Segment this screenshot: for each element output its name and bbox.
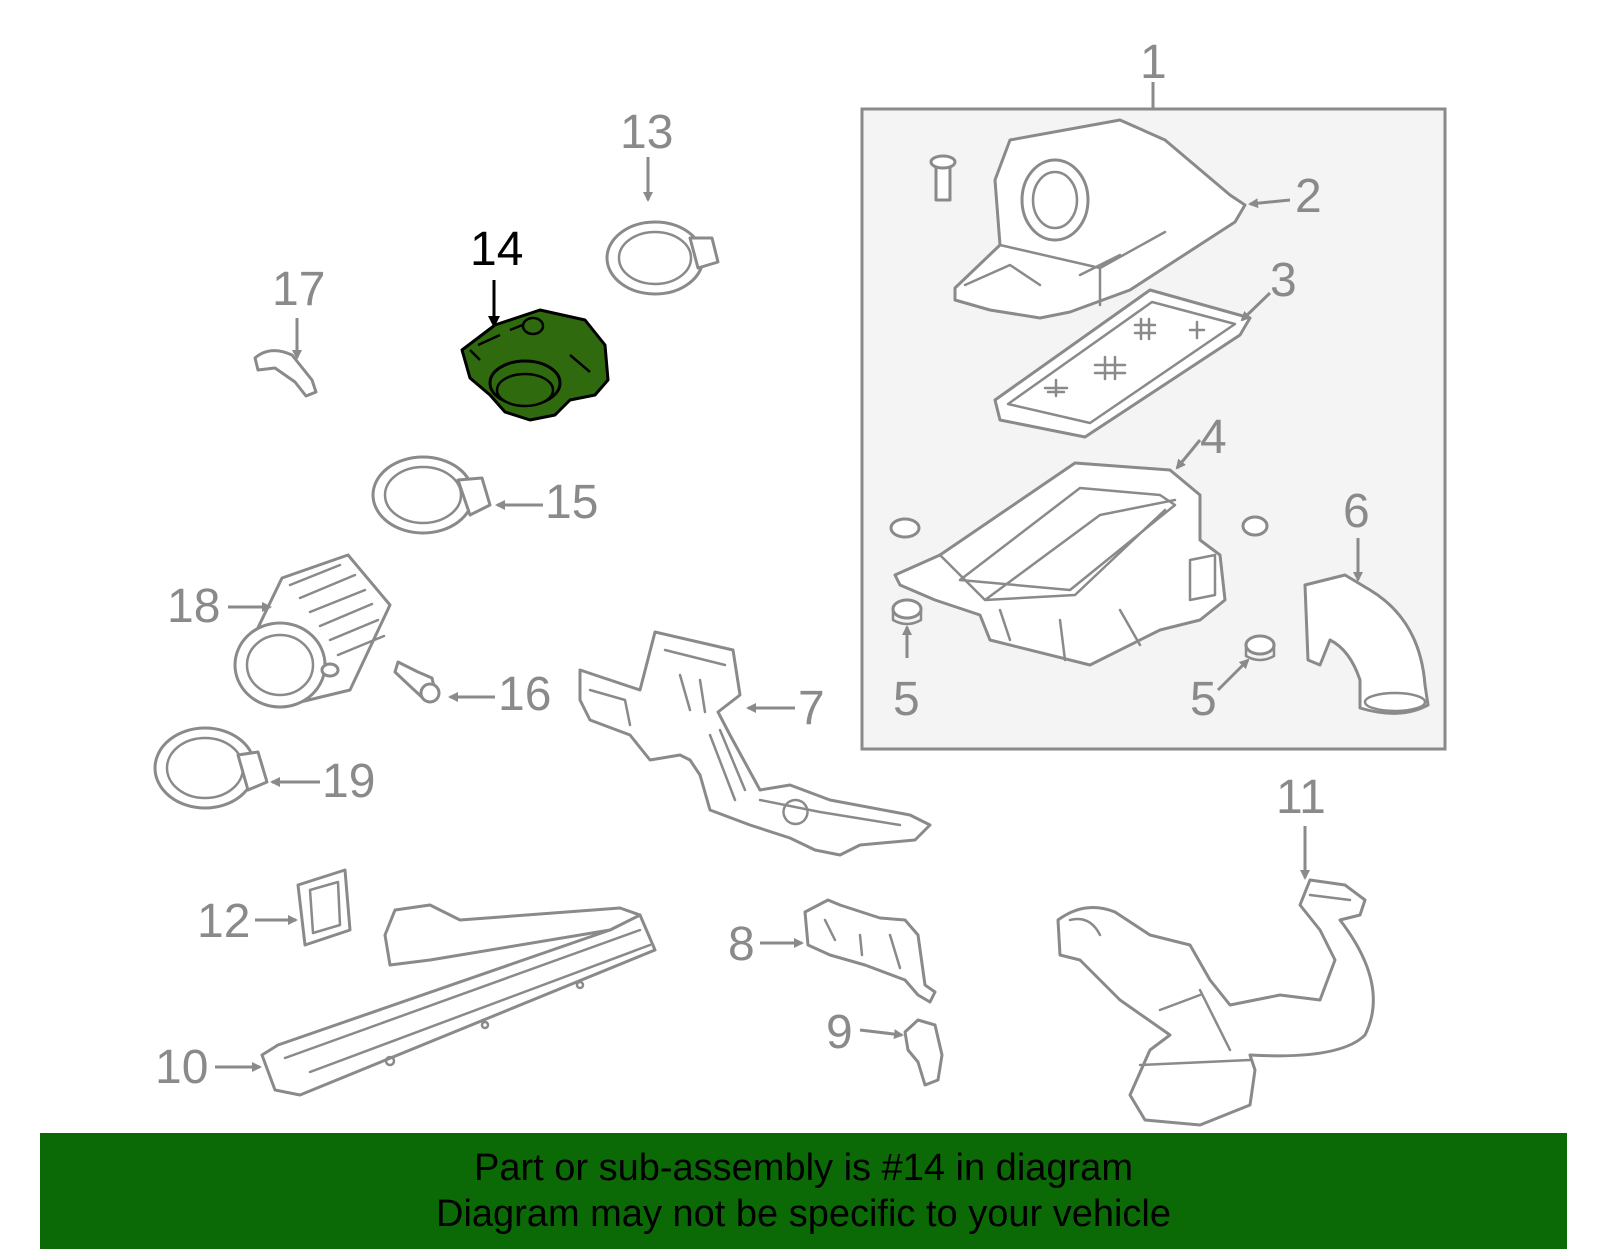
callout-5-left: 5 — [893, 673, 920, 726]
callout-5-right: 5 — [1190, 673, 1217, 726]
part-4-lower-housing[interactable] — [889, 461, 1269, 667]
part-7-air-duct[interactable] — [578, 630, 932, 857]
part-14-throttle-body[interactable] — [460, 308, 610, 422]
info-banner: Part or sub-assembly is #14 in diagram D… — [40, 1133, 1567, 1249]
part-13-hose-clamp[interactable] — [605, 220, 720, 296]
callout-9: 9 — [826, 1006, 853, 1059]
callout-15: 15 — [545, 476, 598, 529]
part-19-hose-clamp[interactable] — [153, 726, 269, 810]
part-12-gasket[interactable] — [296, 868, 352, 947]
leader-2 — [1248, 198, 1291, 209]
part-8-bracket[interactable] — [803, 898, 937, 1004]
part-5-grommet-right[interactable] — [1244, 634, 1276, 662]
callout-3: 3 — [1270, 254, 1297, 307]
part-11-intake-tube[interactable] — [1056, 878, 1375, 1127]
callout-13: 13 — [620, 106, 673, 159]
part-15-hose-clamp[interactable] — [371, 455, 492, 535]
part-18-intake-bellows[interactable] — [233, 553, 392, 709]
part-2-upper-housing[interactable] — [929, 118, 1247, 320]
part-6-elbow-duct[interactable] — [1303, 573, 1430, 715]
leader-3 — [1240, 291, 1272, 322]
part-5-grommet-left[interactable] — [891, 598, 923, 626]
banner-line-part-number: Part or sub-assembly is #14 in diagram — [474, 1147, 1133, 1189]
callout-11: 11 — [1276, 771, 1326, 824]
banner-line-disclaimer: Diagram may not be specific to your vehi… — [436, 1193, 1171, 1235]
leader-4 — [1175, 439, 1202, 470]
callout-4: 4 — [1200, 411, 1227, 464]
callout-17: 17 — [272, 263, 325, 316]
callout-16: 16 — [498, 668, 551, 721]
part-3-air-filter[interactable] — [993, 288, 1252, 439]
part-16-sensor[interactable] — [393, 660, 441, 704]
leader-5b — [1216, 658, 1250, 692]
callout-8: 8 — [728, 918, 755, 971]
callout-2: 2 — [1295, 170, 1322, 223]
callout-19: 19 — [322, 755, 375, 808]
callout-10: 10 — [155, 1041, 208, 1094]
callout-6: 6 — [1343, 485, 1370, 538]
callout-14: 14 — [470, 223, 523, 276]
callout-18: 18 — [167, 580, 220, 633]
part-10-air-duct[interactable] — [260, 903, 657, 1097]
callout-1: 1 — [1140, 36, 1167, 89]
part-17-small-hose[interactable] — [253, 349, 318, 398]
leader-9 — [859, 1028, 904, 1040]
callout-12: 12 — [197, 895, 250, 948]
callout-7: 7 — [798, 682, 825, 735]
part-9-clip[interactable] — [903, 1018, 944, 1087]
